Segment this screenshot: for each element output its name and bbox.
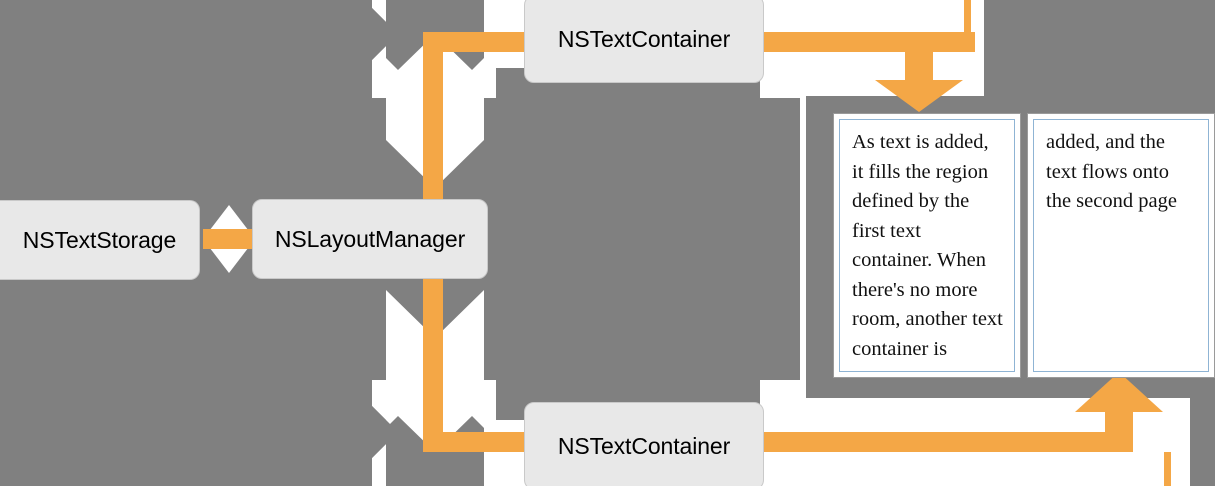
- wedge-upper-left: [372, 8, 398, 60]
- orange-bottom-left-run[interactable]: [423, 432, 553, 452]
- page-frame-left: [806, 96, 836, 396]
- node-nstextstorage-label: NSTextStorage: [22, 226, 177, 253]
- wedge-lower-left: [372, 406, 398, 458]
- orange-bottom-right-run[interactable]: [740, 432, 1130, 452]
- node-nstextcontainer-top[interactable]: NSTextContainer: [524, 0, 764, 83]
- page-frame-bottom: [806, 374, 1215, 398]
- node-nstextstorage[interactable]: NSTextStorage: [0, 200, 200, 280]
- arrow-up-to-second-page[interactable]: [1075, 372, 1163, 452]
- first-page-textarea: As text is added, it fills the region de…: [839, 119, 1015, 372]
- first-page: As text is added, it fills the region de…: [833, 113, 1021, 378]
- storage-layout-orange-bar[interactable]: [203, 229, 255, 249]
- node-nstextcontainer-bottom-label: NSTextContainer: [557, 432, 731, 459]
- node-nstextcontainer-top-label: NSTextContainer: [557, 25, 731, 52]
- arrow-down-to-first-page[interactable]: [875, 32, 963, 112]
- orange-top-right-run[interactable]: [740, 32, 975, 52]
- node-nslayoutmanager[interactable]: NSLayoutManager: [252, 199, 488, 279]
- second-page-textarea: added, and the text flows onto the secon…: [1033, 119, 1209, 372]
- ribbon-core-gray: [496, 68, 760, 420]
- notch-bottom-left: [386, 416, 435, 486]
- orange-bottom-exit-line[interactable]: [1164, 452, 1171, 486]
- node-nslayoutmanager-label: NSLayoutManager: [274, 225, 466, 252]
- second-page-text: added, and the text flows onto the secon…: [1046, 131, 1177, 212]
- orange-top-exit-line[interactable]: [964, 0, 971, 34]
- notch-top-left: [386, 0, 435, 70]
- orange-top-left-run[interactable]: [423, 32, 553, 52]
- node-nstextcontainer-bottom[interactable]: NSTextContainer: [524, 402, 764, 486]
- second-page: added, and the text flows onto the secon…: [1027, 113, 1215, 378]
- first-page-text: As text is added, it fills the region de…: [852, 131, 1003, 360]
